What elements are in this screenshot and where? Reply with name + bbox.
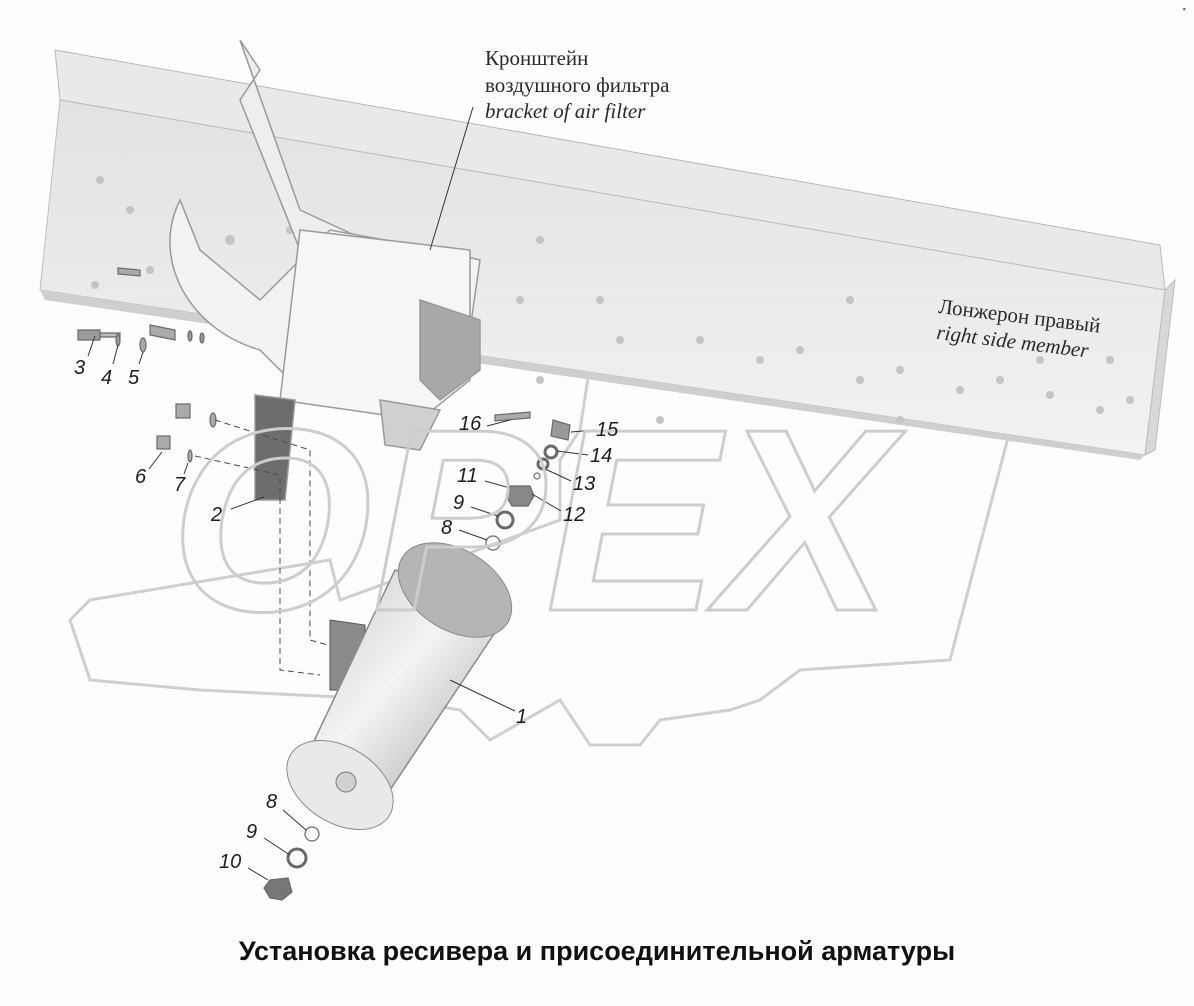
part-number-6: 6 — [135, 466, 147, 488]
part-number-9-bottom: 9 — [246, 821, 258, 843]
air-receiver-tank — [286, 542, 513, 831]
frame-holes — [91, 176, 1134, 424]
part-number-2: 2 — [211, 504, 223, 526]
hardware — [77, 267, 571, 901]
part-number-12: 12 — [563, 504, 586, 526]
part-number-15: 15 — [596, 419, 619, 441]
part-number-8-bottom: 8 — [266, 791, 278, 813]
watermark-text: OPEX — [170, 376, 906, 666]
part-number-1: 1 — [516, 706, 528, 728]
bracket-label-en: bracket of air filter — [485, 99, 646, 123]
part-number-13: 13 — [573, 473, 596, 495]
part-number-14: 14 — [590, 445, 613, 467]
air-filter-bracket — [169, 39, 481, 501]
part-number-9-top: 9 — [453, 492, 465, 514]
part-number-7: 7 — [174, 474, 186, 496]
part-number-5: 5 — [128, 367, 140, 389]
leader-lines — [87, 106, 595, 881]
figure-caption: Установка ресивера и присоединительной а… — [238, 936, 956, 966]
bracket-label-ru-line2: воздушного фильтра — [485, 73, 670, 97]
bracket-label-ru-line1: Кронштейн — [485, 46, 589, 70]
part-number-3: 3 — [74, 357, 86, 379]
corner-mark: ▪ — [1182, 4, 1186, 14]
assembly-lines — [194, 419, 346, 676]
part-number-11: 11 — [457, 465, 478, 487]
part-number-8-top: 8 — [441, 517, 453, 539]
part-number-10: 10 — [219, 851, 242, 873]
part-number-16: 16 — [459, 413, 482, 435]
part-number-4: 4 — [101, 367, 113, 389]
